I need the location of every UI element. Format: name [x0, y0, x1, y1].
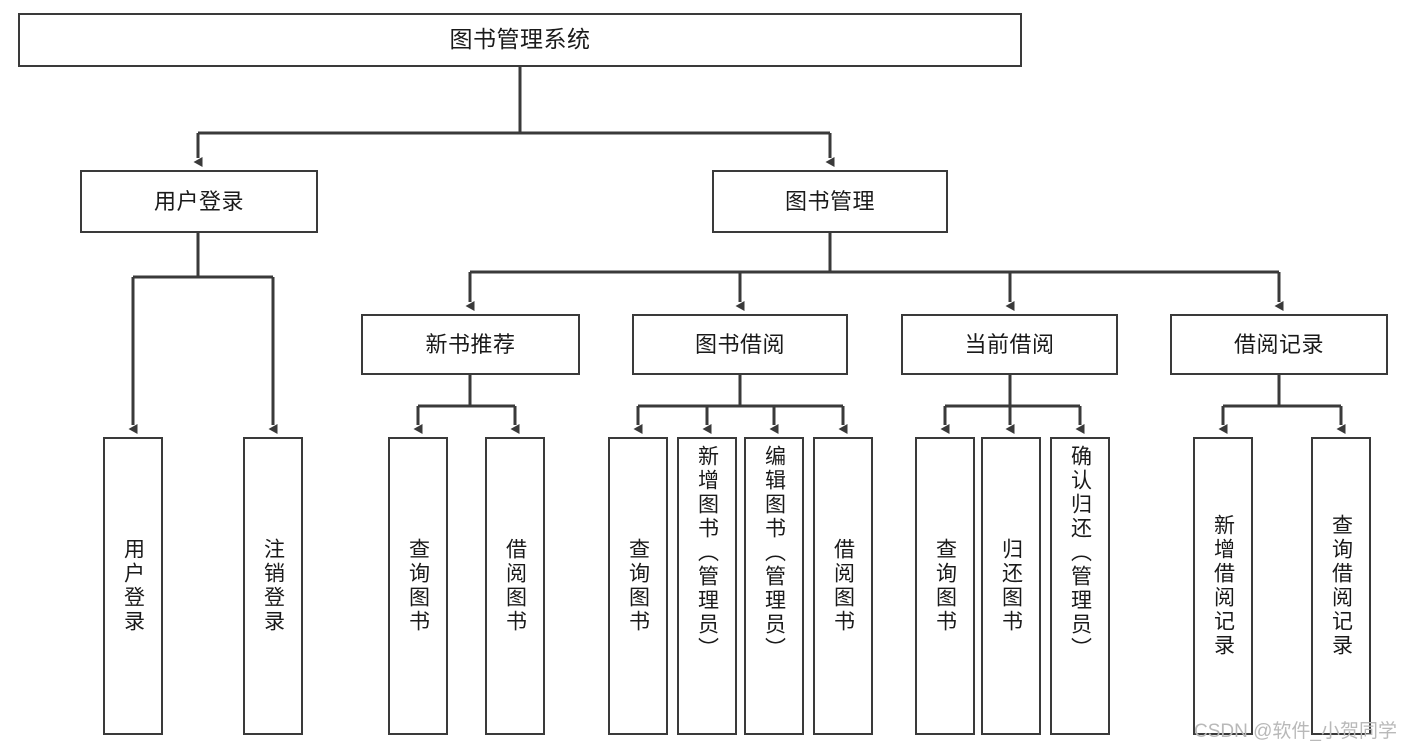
node-current-borrow[interactable]: 当前借阅 [901, 314, 1118, 375]
node-leaf-query-book-3[interactable]: 查询图书 [915, 437, 975, 735]
node-leaf-query-record[interactable]: 查询借阅记录 [1311, 437, 1371, 735]
node-leaf-query-book-2-label: 查询图书 [626, 538, 650, 634]
watermark-text: CSDN @软件_小贺同学 [1194, 721, 1397, 742]
node-leaf-logout[interactable]: 注销登录 [243, 437, 303, 735]
node-leaf-query-book-1[interactable]: 查询图书 [388, 437, 448, 735]
node-leaf-return-book[interactable]: 归还图书 [981, 437, 1041, 735]
node-book-manage-label: 图书管理 [784, 188, 875, 214]
node-leaf-query-record-label: 查询借阅记录 [1329, 514, 1353, 658]
node-current-borrow-label: 当前借阅 [964, 331, 1055, 357]
node-user-login[interactable]: 用户登录 [80, 170, 318, 233]
node-book-manage[interactable]: 图书管理 [712, 170, 948, 233]
node-new-book-recommend[interactable]: 新书推荐 [361, 314, 580, 375]
node-leaf-query-book-1-label: 查询图书 [406, 538, 430, 634]
node-leaf-confirm-return-label: 确认归还（管理员） [1068, 445, 1092, 661]
node-new-book-recommend-label: 新书推荐 [425, 331, 516, 357]
node-leaf-borrow-book-2-label: 借阅图书 [831, 538, 855, 634]
node-leaf-edit-book[interactable]: 编辑图书（管理员） [744, 437, 804, 735]
node-leaf-user-login[interactable]: 用户登录 [103, 437, 163, 735]
node-leaf-logout-label: 注销登录 [261, 538, 285, 634]
node-leaf-edit-book-label: 编辑图书（管理员） [762, 445, 786, 661]
node-leaf-borrow-book-2[interactable]: 借阅图书 [813, 437, 873, 735]
node-borrow-record-label: 借阅记录 [1233, 331, 1324, 357]
node-leaf-query-book-3-label: 查询图书 [933, 538, 957, 634]
node-root[interactable]: 图书管理系统 [18, 13, 1022, 67]
node-leaf-query-book-2[interactable]: 查询图书 [608, 437, 668, 735]
node-leaf-borrow-book-1-label: 借阅图书 [503, 538, 527, 634]
node-leaf-user-login-label: 用户登录 [121, 538, 145, 634]
node-leaf-confirm-return[interactable]: 确认归还（管理员） [1050, 437, 1110, 735]
node-leaf-add-record-label: 新增借阅记录 [1211, 514, 1235, 658]
node-user-login-label: 用户登录 [153, 188, 244, 214]
node-leaf-add-record[interactable]: 新增借阅记录 [1193, 437, 1253, 735]
node-leaf-borrow-book-1[interactable]: 借阅图书 [485, 437, 545, 735]
node-root-label: 图书管理系统 [449, 26, 591, 53]
node-borrow-record[interactable]: 借阅记录 [1170, 314, 1388, 375]
node-book-borrow-label: 图书借阅 [694, 331, 785, 357]
node-leaf-add-book-label: 新增图书（管理员） [695, 445, 719, 661]
node-book-borrow[interactable]: 图书借阅 [632, 314, 848, 375]
node-leaf-return-book-label: 归还图书 [999, 538, 1023, 634]
node-leaf-add-book[interactable]: 新增图书（管理员） [677, 437, 737, 735]
